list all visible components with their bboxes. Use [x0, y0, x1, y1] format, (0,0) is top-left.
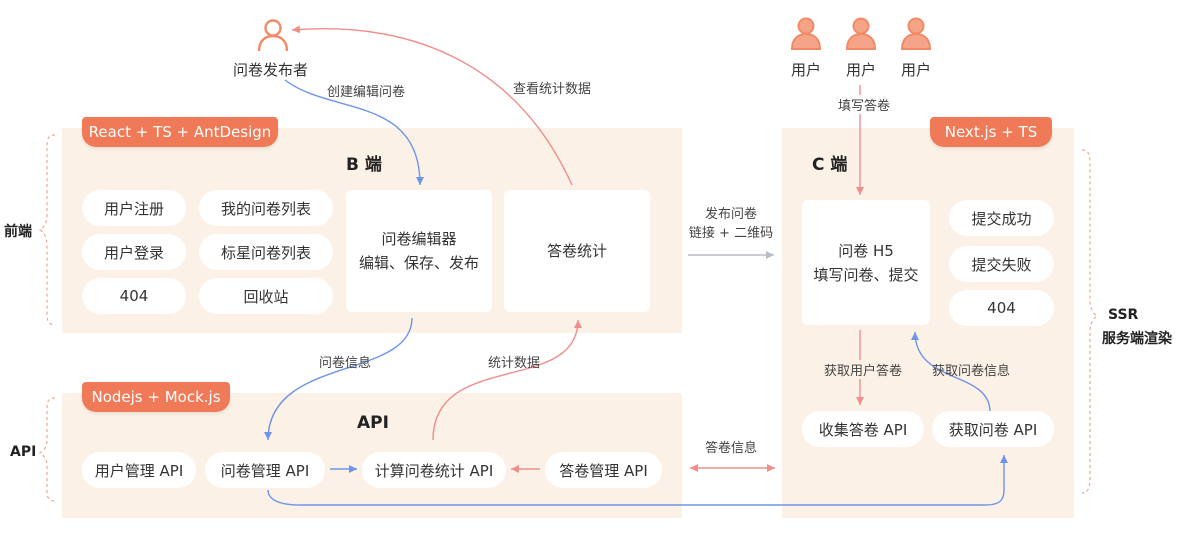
user-label: 用户 — [901, 61, 932, 79]
c-end-tech-ribbon: Next.js + TS — [930, 117, 1052, 147]
publish-label-line: 链接 + 二维码 — [688, 226, 774, 241]
c-end-pill-404[interactable]: 404 — [949, 290, 1054, 326]
c-end-pill-submit-fail[interactable]: 提交失败 — [949, 246, 1054, 282]
b-end-pill-login[interactable]: 用户登录 — [82, 234, 186, 270]
ssr-side-label: SSR 服务端渲染 — [1102, 303, 1172, 351]
ssr-label: SSR — [1108, 307, 1139, 323]
fill-answer-label: 填写答卷 — [836, 95, 893, 114]
publish-label: 发布问卷 链接 + 二维码 — [688, 205, 774, 243]
editor-desc: 编辑、保存、发布 — [358, 254, 479, 272]
collect-answers-api[interactable]: 收集答卷 API — [802, 411, 924, 447]
arrow-create-edit — [284, 79, 424, 186]
answer-info-label: 答卷信息 — [705, 441, 758, 456]
api-brace — [38, 397, 56, 502]
user-label: 用户 — [791, 61, 822, 79]
user-icon — [900, 17, 932, 50]
publisher-label: 问卷发布者 — [233, 61, 309, 79]
get-questionnaire-info-label: 获取问卷信息 — [932, 364, 1011, 379]
b-end-pill-my-list[interactable]: 我的问卷列表 — [199, 190, 333, 226]
questionnaire-management-api[interactable]: 问卷管理 API — [205, 452, 325, 488]
user-icon — [845, 17, 877, 50]
b-end-pill-register[interactable]: 用户注册 — [82, 190, 186, 226]
ssr-desc-label: 服务端渲染 — [1102, 331, 1172, 347]
h5-desc: 填写问卷、提交 — [813, 265, 919, 284]
user-label: 用户 — [846, 61, 877, 79]
api-tech-ribbon: Nodejs + Mock.js — [82, 382, 230, 412]
api-side-label: API — [10, 444, 37, 460]
compute-stats-api[interactable]: 计算问卷统计 API — [362, 452, 506, 488]
c-end-pill-submit-success[interactable]: 提交成功 — [949, 200, 1054, 236]
arrow-get-questionnaire-info — [911, 331, 991, 413]
user-icon — [790, 17, 822, 50]
questionnaire-h5-card[interactable]: 问卷 H5 填写问卷、提交 — [802, 200, 930, 325]
get-user-answer-label: 获取用户答卷 — [822, 360, 905, 379]
stats-data-label: 统计数据 — [488, 356, 541, 371]
b-end-pill-404[interactable]: 404 — [82, 278, 186, 314]
arrow-stats-data — [432, 319, 582, 441]
frontend-brace — [38, 134, 56, 326]
view-stats-label: 查看统计数据 — [513, 82, 592, 97]
answer-management-api[interactable]: 答卷管理 API — [545, 452, 662, 488]
c-end-title: C 端 — [812, 155, 848, 175]
frontend-side-label: 前端 — [4, 224, 32, 240]
b-end-pill-starred-list[interactable]: 标星问卷列表 — [199, 234, 333, 270]
b-end-title: B 端 — [346, 155, 382, 175]
answer-stats-card[interactable]: 答卷统计 — [504, 190, 650, 312]
publisher-icon — [257, 19, 289, 52]
b-end-tech-ribbon: React + TS + AntDesign — [82, 117, 278, 147]
ssr-brace — [1081, 149, 1099, 494]
questionnaire-info-label: 问卷信息 — [319, 356, 372, 371]
b-end-pill-trash[interactable]: 回收站 — [199, 278, 333, 314]
arrow-view-stats — [291, 25, 573, 186]
questionnaire-editor-card[interactable]: 问卷编辑器 编辑、保存、发布 — [346, 190, 492, 312]
get-questionnaire-api[interactable]: 获取问卷 API — [932, 411, 1054, 447]
arrow-mgmt-to-get-api — [267, 455, 1008, 506]
publish-label-line: 发布问卷 — [704, 207, 757, 222]
user-management-api[interactable]: 用户管理 API — [82, 452, 196, 488]
editor-title: 问卷编辑器 — [381, 230, 457, 248]
create-edit-label: 创建编辑问卷 — [327, 85, 406, 100]
arrow-questionnaire-info — [264, 317, 413, 441]
h5-title: 问卷 H5 — [838, 241, 894, 260]
api-title: API — [357, 413, 389, 433]
